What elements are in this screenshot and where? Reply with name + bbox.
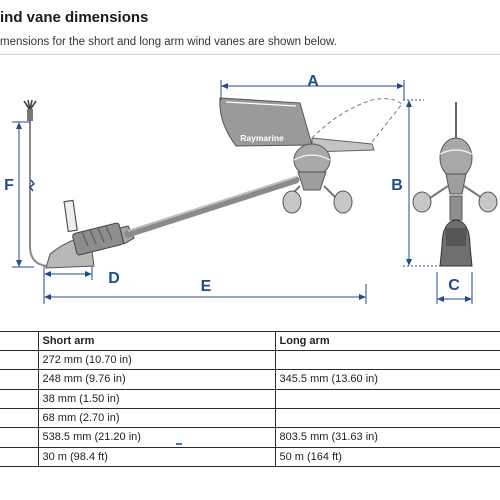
cable [23,99,75,267]
table-cell: 345.5 mm (13.60 in) [274,369,500,390]
vane-front-view [412,102,498,267]
mounting-bracket [45,199,135,269]
dimension-label-c: C [448,277,460,294]
dimension-arrowheads [16,83,472,302]
table-cell [0,446,39,468]
table-cell: 538.5 mm (21.20 in) [37,427,276,448]
table-cell: 272 mm (10.70 in) [37,349,276,371]
table-cell [0,427,39,448]
vane-arm [124,176,300,238]
table-header-row: Short arm Long arm [0,331,500,351]
table-header-long-arm: Long arm [274,331,500,351]
table-cell [274,349,500,371]
table-cell [0,349,39,371]
table-row: 30 m (98.4 ft) 50 m (164 ft) [0,446,500,468]
table-cell [0,369,39,390]
table-cell [0,388,39,409]
table-row: 38 mm (1.50 in) [0,388,500,409]
wind-vane-diagram: Raymarine [4,73,498,304]
page-subtitle: mensions for the short and long arm wind… [0,36,337,48]
table-cell: 38 mm (1.50 in) [37,388,276,409]
table-row: 248 mm (9.76 in) 345.5 mm (13.60 in) [0,369,500,390]
page-title: ind vane dimensions [0,9,149,26]
text-cursor-marker [176,443,182,445]
dimension-label-d: D [108,270,120,287]
dimensions-table: Short arm Long arm 272 mm (10.70 in) 248… [0,331,500,468]
dimension-label-f: F [4,177,14,194]
dimension-label-e: E [201,278,212,295]
vane-head-side: Raymarine [219,97,403,214]
table-row: 538.5 mm (21.20 in) 803.5 mm (31.63 in) [0,427,500,448]
table-header-dimension [0,331,39,351]
dimension-label-a: A [307,73,319,90]
table-header-short-arm: Short arm [37,331,276,351]
table-cell [274,407,500,429]
table-cell: 803.5 mm (31.63 in) [274,427,500,448]
divider [0,54,500,55]
table-row: 68 mm (2.70 in) [0,407,500,429]
brand-logo: Raymarine [240,133,284,143]
table-cell: 50 m (164 ft) [274,446,500,468]
table-cell [274,388,500,409]
table-row: 272 mm (10.70 in) [0,349,500,371]
dimension-lines [12,80,473,304]
dimension-label-b: B [391,177,403,194]
table-cell: 248 mm (9.76 in) [37,369,276,390]
table-cell: 30 m (98.4 ft) [37,446,276,468]
table-cell: 68 mm (2.70 in) [37,407,276,429]
table-cell [0,407,39,429]
